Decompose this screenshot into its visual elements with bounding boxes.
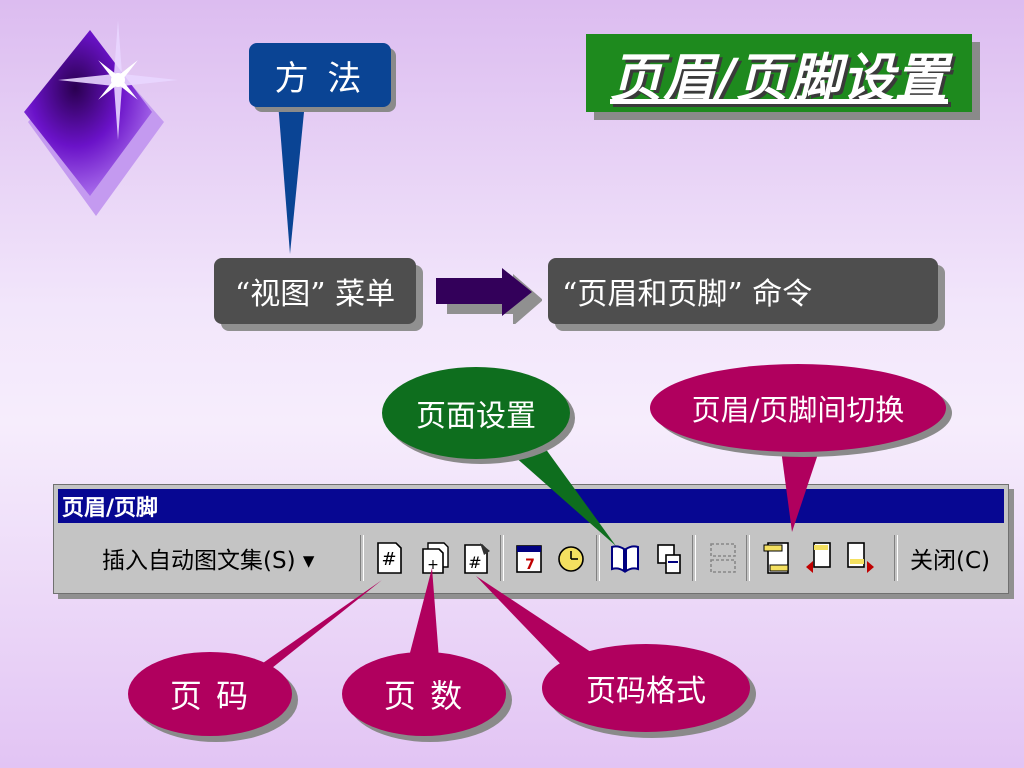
format-page-number-icon[interactable]: # — [462, 541, 492, 575]
toolbar-separator — [596, 535, 600, 581]
toolbar-separator — [360, 535, 364, 581]
show-next-icon[interactable] — [846, 541, 876, 575]
slide-title-box: 页眉/页脚设置 — [586, 34, 972, 112]
close-toolbar-button[interactable]: 关闭(C) — [910, 548, 991, 574]
header-footer-toolbar: 页眉/页脚 插入自动图文集(S) ▾ # + # 7 — [53, 484, 1009, 594]
insert-page-number-icon[interactable]: # — [374, 541, 404, 575]
switch-bubble-shape — [650, 364, 952, 457]
toolbar-separator — [746, 535, 750, 581]
show-hide-text-icon[interactable] — [654, 541, 684, 575]
page-number-bubble-shape — [128, 652, 298, 742]
page-number-callout: 页 码 — [169, 677, 251, 715]
insert-page-count-icon[interactable]: + — [420, 541, 450, 575]
slide-title: 页眉/页脚设置 — [610, 47, 948, 109]
svg-text:7: 7 — [525, 557, 535, 573]
toolbar-body: 插入自动图文集(S) ▾ # + # 7 — [58, 527, 1004, 589]
view-menu-step: “视图” 菜单 — [214, 258, 416, 324]
page-count-callout: 页 数 — [383, 677, 465, 715]
toolbar-titlebar: 页眉/页脚 — [58, 489, 1004, 523]
show-previous-icon[interactable] — [804, 541, 834, 575]
toolbar-separator — [894, 535, 898, 581]
arrow-right-icon — [436, 268, 542, 324]
insert-time-icon[interactable] — [556, 541, 586, 575]
switch-header-footer-callout: 页眉/页脚间切换 — [691, 393, 905, 427]
insert-autotext-dropdown[interactable]: 插入自动图文集(S) ▾ — [102, 548, 315, 574]
diamond-star-decoration — [24, 20, 178, 216]
svg-text:#: # — [381, 549, 396, 570]
page-number-format-bubble-shape — [542, 644, 756, 738]
header-footer-command-step: “页眉和页脚” 命令 — [548, 258, 938, 324]
svg-text:+: + — [427, 557, 439, 573]
insert-date-icon[interactable]: 7 — [514, 541, 544, 575]
toolbar-separator — [692, 535, 696, 581]
page-count-bubble-shape — [342, 652, 512, 742]
same-as-previous-icon[interactable] — [708, 541, 738, 575]
method-label: 方 法 — [249, 43, 391, 107]
toolbar-separator — [500, 535, 504, 581]
svg-text:#: # — [468, 553, 481, 572]
page-setup-icon[interactable] — [610, 541, 640, 575]
page-setup-callout: 页面设置 — [416, 399, 536, 434]
page-number-format-callout: 页码格式 — [586, 674, 706, 709]
page-setup-bubble-shape — [382, 367, 575, 464]
switch-header-footer-icon[interactable] — [762, 541, 792, 575]
